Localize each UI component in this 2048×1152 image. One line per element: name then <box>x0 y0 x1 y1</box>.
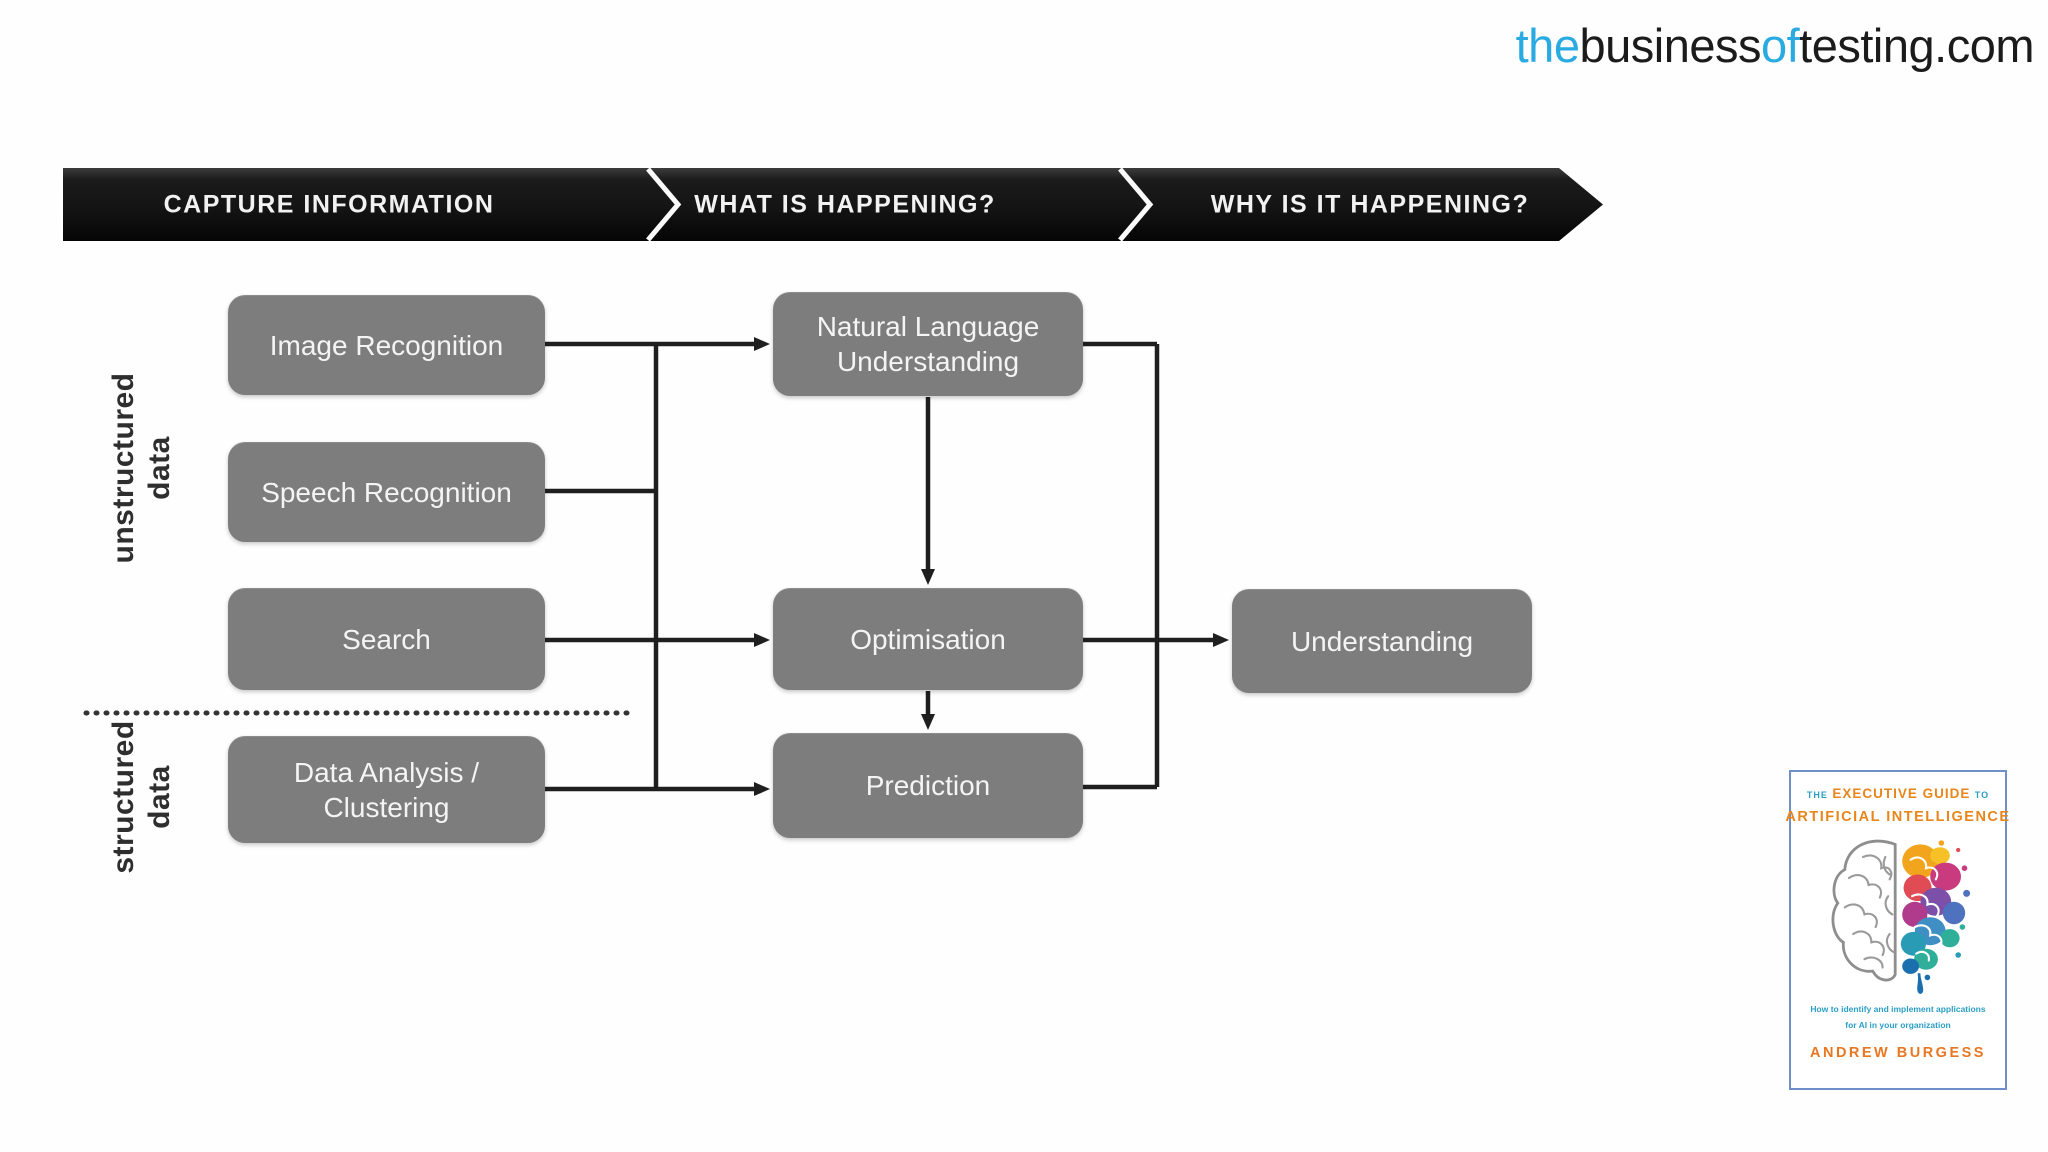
phase-banner: CAPTURE INFORMATION WHAT IS HAPPENING? W… <box>63 168 1603 241</box>
flow-arrows <box>545 337 1229 796</box>
node-prediction: Prediction <box>773 733 1083 838</box>
phase-capture-information: CAPTURE INFORMATION <box>163 190 495 218</box>
brand-logo-business: business <box>1579 19 1761 72</box>
node-natural-language-understanding: Natural Language Understanding <box>773 292 1083 396</box>
brand-logo: thebusinessoftesting.com <box>1515 18 2035 73</box>
book-title-to: TO <box>1974 790 1990 800</box>
group-label-unstructured-data: unstructured data <box>107 372 176 564</box>
node-image-recognition: Image Recognition <box>228 295 545 395</box>
brand-logo-of: of <box>1760 19 1800 72</box>
book-title-the: THE <box>1806 790 1828 800</box>
phase-what-is-happening: WHAT IS HAPPENING? <box>694 190 996 218</box>
node-data-analysis-clustering: Data Analysis / Clustering <box>228 736 545 843</box>
book-title-executive-guide: EXECUTIVE GUIDE <box>1832 786 1971 801</box>
book-subtitle: How to identify and implement applicatio… <box>1810 1004 1986 1031</box>
chevron-separator-icon <box>643 168 683 241</box>
brand-logo-the: the <box>1515 19 1580 72</box>
book-title-line2: ARTIFICIAL INTELLIGENCE <box>1785 809 2011 825</box>
group-label-structured-data: structured data <box>107 720 176 874</box>
phase-why-is-it-happening: WHY IS IT HAPPENING? <box>1210 190 1530 218</box>
node-understanding: Understanding <box>1232 589 1532 693</box>
brand-logo-testing: testing.com <box>1799 19 2034 72</box>
brain-right-half <box>1900 840 1971 994</box>
book-title-line1: THE EXECUTIVE GUIDE TO <box>1807 785 1989 803</box>
node-speech-recognition: Speech Recognition <box>228 442 545 542</box>
book-cover: THE EXECUTIVE GUIDE TO ARTIFICIAL INTELL… <box>1785 770 2009 1090</box>
node-optimisation: Optimisation <box>773 588 1083 690</box>
brain-right-gyri <box>1909 856 1943 962</box>
brain-left-gyri <box>1843 854 1895 969</box>
brain-illustration-icon <box>1831 839 1971 994</box>
chevron-separator-icon <box>1115 168 1155 241</box>
book-author: ANDREW BURGESS <box>1810 1045 1986 1062</box>
node-search: Search <box>228 588 545 690</box>
